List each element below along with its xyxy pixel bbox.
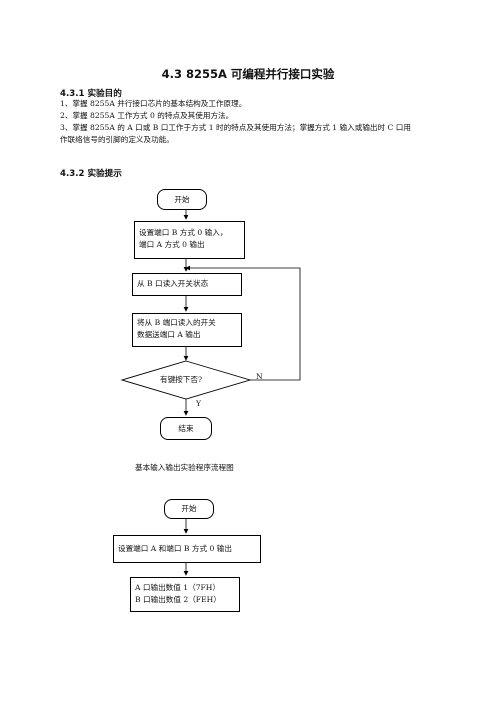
- flow1-start-node: 开始: [157, 189, 207, 210]
- decision-diamond: [120, 360, 252, 400]
- flow1-send-line1: 将从 B 端口读入的开关: [137, 318, 216, 327]
- purpose-item-3-cont: 作联络信号的引脚的定义及功能。: [60, 135, 174, 144]
- flow1-set-line2: 端口 A 方式 0 输出: [139, 240, 205, 249]
- flow1-set-node: 设置端口 B 方式 0 输入， 端口 A 方式 0 输出: [134, 221, 245, 259]
- heading-purpose: 4.3.1 实验目的: [60, 89, 122, 99]
- decision-yes-label: Y: [196, 399, 202, 408]
- flow2-output-line2: B 口输出数值 2（FEH）: [135, 595, 221, 604]
- section-title: 4.3 8255A 可编程并行接口实验: [161, 67, 335, 81]
- flow1-send-node: 将从 B 端口读入的开关 数据送端口 A 输出: [132, 313, 242, 347]
- heading-hint: 4.3.2 实验提示: [60, 169, 122, 179]
- flow1-end-node: 结束: [160, 417, 212, 440]
- flow2-output-node: A 口输出数值 1（7FH） B 口输出数值 2（FEH）: [130, 577, 240, 612]
- arrow-loop-back: [185, 265, 301, 381]
- purpose-item-3: 3、掌握 8255A 的 A 口或 B 口工作于方式 1 时的特点及其使用方法；…: [60, 123, 411, 132]
- purpose-item-1: 1、掌握 8255A 并行接口芯片的基本结构及工作原理。: [60, 99, 247, 108]
- flow1-set-line1: 设置端口 B 方式 0 输入，: [139, 228, 228, 237]
- flow1-read-node: 从 B 口读入开关状态: [132, 273, 242, 296]
- decision-label: 有键按下否?: [160, 375, 203, 384]
- flow1-send-line2: 数据送端口 A 输出: [137, 330, 201, 339]
- flow1-caption: 基本输入输出实验程序流程图: [135, 463, 234, 472]
- purpose-item-2: 2、掌握 8255A 工作方式 0 的特点及其使用方法。: [60, 111, 234, 120]
- decision-no-label: N: [256, 372, 263, 381]
- flow2-start-node: 开始: [164, 499, 214, 519]
- flow2-output-line1: A 口输出数值 1（7FH）: [135, 583, 221, 592]
- flow2-set-node: 设置端口 A 和端口 B 方式 0 输出: [113, 535, 261, 563]
